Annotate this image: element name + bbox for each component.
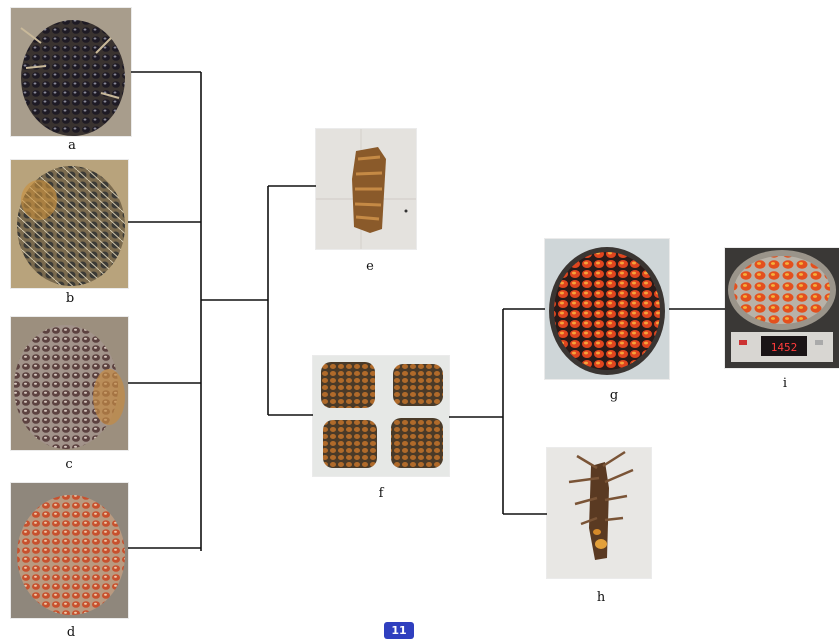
label-f: f	[379, 486, 384, 501]
photo-scale-i: 1452	[725, 248, 839, 368]
label-d: d	[67, 625, 75, 640]
scale-display-text: 1452	[771, 341, 798, 354]
photo-spikelet-e	[316, 129, 416, 249]
label-c: c	[65, 457, 72, 472]
label-e: e	[366, 259, 374, 274]
photo-bunch-a	[11, 8, 131, 136]
photo-stalk-h	[547, 448, 651, 578]
label-i: i	[783, 376, 787, 391]
photo-bunch-b	[11, 160, 128, 288]
label-g: g	[610, 388, 618, 403]
label-a: a	[68, 138, 76, 153]
label-b: b	[66, 291, 74, 306]
photo-bunch-d	[11, 483, 128, 618]
photo-bunch-c	[11, 317, 128, 450]
label-h: h	[597, 590, 605, 605]
photo-loose-fruits-f	[313, 356, 449, 476]
page-number-badge: 11	[384, 622, 414, 639]
photo-fruit-tray-g	[545, 239, 669, 379]
